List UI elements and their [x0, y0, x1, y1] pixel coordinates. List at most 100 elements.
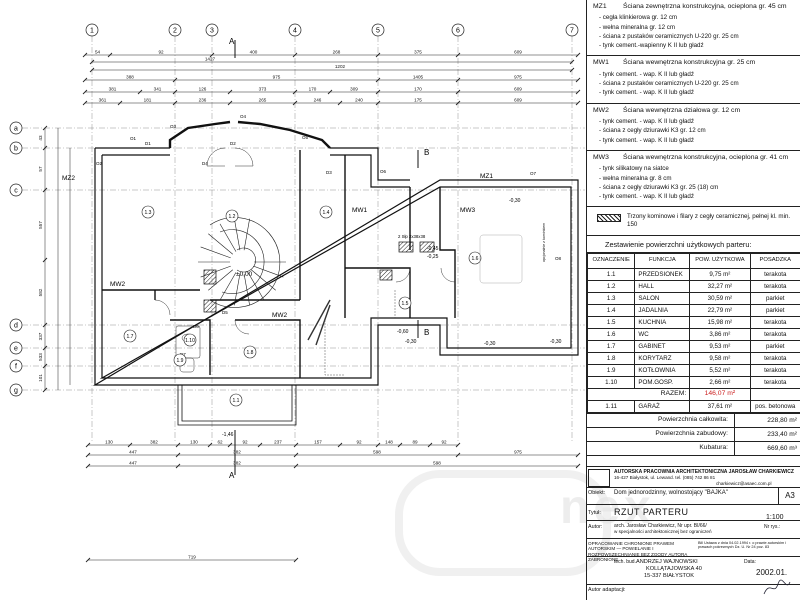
dimension-tick [227, 100, 233, 106]
dimension-tick [575, 100, 581, 106]
wall-label: O8 [555, 256, 562, 261]
technician-name: ANDRZEJ WAJNOWSKI [636, 559, 698, 565]
table-cell: terakota [749, 352, 800, 366]
axis-label: g [14, 388, 18, 395]
dimension-text: 582 [38, 288, 43, 296]
axis-bubble [9, 318, 23, 332]
dimension-tick [89, 59, 95, 65]
legend-code: MZ1 [593, 3, 607, 10]
legend-items: - tynk silikatowy na siatce- wełna miner… [599, 165, 797, 201]
exterior-walls [92, 120, 579, 386]
section-mark: A [229, 37, 235, 46]
dimension-tick [327, 89, 333, 95]
dimension-tick [175, 463, 181, 469]
dimension-tick [42, 387, 48, 393]
legend-item: - tynk cement. - wap. K II lub gładź [599, 118, 694, 126]
dimension-tick [42, 257, 48, 263]
table-cell: parkiet [749, 304, 800, 318]
chimneys [203, 241, 435, 313]
table-cell: SALON [634, 292, 691, 306]
dimension-tick [455, 452, 461, 458]
total-row: Powierzchnia całkowita:228,80 m² [587, 414, 800, 429]
dimension-tick [127, 442, 133, 448]
axis-bubble [371, 23, 385, 37]
dimension-tick [82, 52, 88, 58]
wall-label: D5 [222, 310, 228, 315]
legend-item: - tynk cement. - wap. K II lub gładź [599, 193, 694, 201]
legend-items: - cegła klinkierowa gr. 12 cm- wełna min… [599, 14, 797, 50]
rooms-table-column-header: POW. UŻYTKOWA [689, 253, 751, 270]
wall-label: D2 [230, 141, 236, 146]
stair-tread [219, 223, 237, 252]
axis-bubble [9, 141, 23, 155]
kitchen-counters [324, 290, 396, 376]
table-note: opcjonalnie z kominkiem [542, 223, 546, 262]
stair-tread [219, 272, 237, 301]
dimension-tick [375, 52, 381, 58]
axis-label: 3 [210, 28, 214, 35]
table-cell: terakota [749, 268, 800, 282]
dimension-text: 62 [217, 440, 223, 445]
legend-item: - tynk cement. - wap. K II lub gładź [599, 89, 694, 97]
title-label: Tytuł: [588, 510, 601, 516]
stair-tread [253, 265, 284, 278]
wall-label: MW2 [272, 312, 288, 319]
wall-label: O2 [96, 161, 103, 166]
door-swings [154, 147, 456, 346]
stair-tread [243, 273, 250, 306]
dimension-tick [455, 442, 461, 448]
dimension-text: 388 [126, 75, 134, 80]
dimension-text: 181 [144, 98, 152, 103]
hatch-note: Trzony kominowe i filary z cegły ceramic… [627, 213, 791, 229]
dimension-tick [575, 463, 581, 469]
stair-tread [250, 269, 276, 291]
stair-tread [247, 272, 265, 301]
dimension-text: 170 [414, 87, 422, 92]
dimension-text: 447 [129, 461, 137, 466]
dimension-text: 101 [38, 374, 43, 382]
axis-label: 4 [293, 28, 297, 35]
dimension-tick [569, 67, 575, 73]
wall-label: D4 [202, 161, 208, 166]
level-mark: -0,45 [427, 246, 439, 252]
author-label: Autor: [588, 524, 603, 530]
wall-label: MW2 [110, 281, 126, 288]
studio-name: AUTORSKA PRACOWNIA ARCHITEKTONICZNA JARO… [614, 469, 794, 475]
dimension-tick [569, 59, 575, 65]
table-cell: HALL [634, 280, 691, 294]
rooms-table-column-header: OZNACZENIE [586, 253, 636, 270]
dimension-text: 54 [95, 50, 101, 55]
legend-item: - ściana z cegły dziurawki K3 gr. 12 cm [599, 127, 706, 135]
watermark-text: nex [560, 481, 655, 534]
dimension-tick [85, 452, 91, 458]
stair-tread [208, 233, 234, 255]
table-cell: JADALNIA [634, 304, 691, 318]
legend-item: - tynk silikatowy na siatce [599, 165, 669, 173]
dimension-tick [175, 442, 181, 448]
sum-value: 146,07 m² [689, 388, 751, 402]
legend-item: - tynk cement.-wapienny K II lub gładź [599, 42, 704, 50]
axis-bubble [9, 383, 23, 397]
rooms-table: Zestawienie powierzchni użytkowych parte… [586, 236, 800, 415]
dimension-text: 975 [514, 75, 522, 80]
sum-empty [749, 388, 800, 402]
dimension-text: 1202 [335, 64, 346, 69]
room-number-circle [225, 209, 239, 223]
axis-bubble [205, 23, 219, 37]
adaptation-label: Autor adaptacji: [588, 587, 626, 593]
stair-tread [200, 265, 231, 278]
total-row: Kubatura:669,60 m³ [587, 442, 800, 457]
table-cell: GARAŻ [634, 400, 691, 414]
legend-item: - tynk cement. - wap. K II lub gładź [599, 136, 694, 144]
room-number-circle [141, 205, 155, 219]
legend-item: - tynk cement. - wap. K II lub gładź [599, 70, 694, 78]
